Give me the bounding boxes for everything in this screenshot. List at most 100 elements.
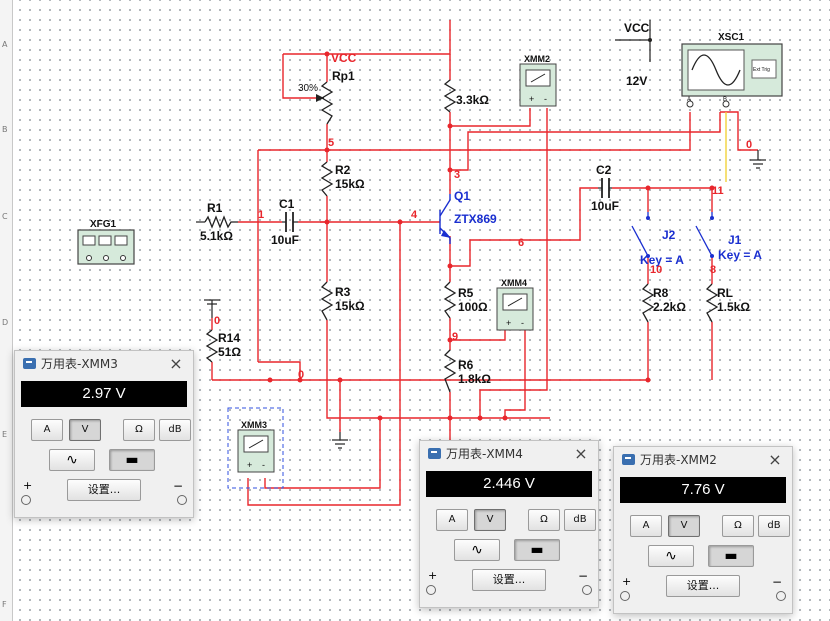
decibel-button[interactable]: dB: [159, 419, 191, 441]
minus-terminal-icon[interactable]: [776, 591, 786, 601]
ohm-button[interactable]: Ω: [528, 509, 560, 531]
xmm4-meter-icon[interactable]: [496, 287, 534, 331]
ohm-button[interactable]: Ω: [123, 419, 155, 441]
j1-label: J1: [728, 233, 742, 247]
plus-terminal-icon[interactable]: [21, 495, 31, 505]
left-ruler: A B C D E F: [0, 0, 13, 621]
dc-mode-button[interactable]: ▬: [514, 539, 560, 561]
close-button[interactable]: ×: [574, 444, 588, 463]
function-generator-xfg1[interactable]: [77, 229, 135, 265]
ruler-mark-e: E: [2, 430, 8, 439]
q1-emitter-arrow: [441, 230, 451, 238]
xmm2-plus: +: [529, 94, 534, 104]
cap-leads: [282, 187, 612, 223]
r2-resistor: [320, 161, 334, 197]
decibel-button[interactable]: dB: [758, 515, 790, 537]
ac-wave-icon: ∿: [665, 548, 677, 564]
xmm3-plus: +: [247, 460, 252, 470]
dialog-titlebar[interactable]: 万用表-XMM3 ×: [15, 351, 193, 377]
dc-mode-button[interactable]: ▬: [109, 449, 155, 471]
meter-reading-display: 2.97 V: [21, 381, 187, 407]
node-8: 8: [710, 264, 716, 276]
meter-reading-display: 2.446 V: [426, 471, 592, 497]
r3-value: 15kΩ: [335, 299, 365, 313]
dc-line-icon: ▬: [125, 452, 139, 468]
multimeter-icon: [622, 454, 635, 465]
minus-terminal-label: −: [771, 575, 782, 589]
multimeter-dialog-xmm2[interactable]: 万用表-XMM2 × 7.76 V A V Ω dB ∿ ▬ + 设置... −: [613, 446, 793, 614]
node-11: 11: [712, 185, 724, 197]
xsc1-label: XSC1: [718, 32, 745, 43]
r2-label: R2: [335, 163, 351, 177]
dc-line-icon: ▬: [724, 548, 738, 564]
plus-terminal-label: +: [428, 569, 438, 582]
scope-a-label: A: [687, 97, 691, 103]
node-6: 6: [518, 237, 524, 249]
settings-button[interactable]: 设置...: [666, 575, 740, 597]
r14-label: R14: [218, 331, 240, 345]
r5-resistor: [443, 281, 457, 319]
xmm3-meter-icon[interactable]: [227, 407, 284, 489]
dialog-titlebar[interactable]: 万用表-XMM4 ×: [420, 441, 598, 467]
ampere-button[interactable]: A: [630, 515, 662, 537]
ohm-button[interactable]: Ω: [722, 515, 754, 537]
scope-b-label: B: [723, 97, 727, 103]
vcc-label: VCC: [624, 21, 650, 35]
scope-wave-icon: [691, 54, 741, 86]
minus-terminal-icon[interactable]: [177, 495, 187, 505]
volt-button[interactable]: V: [474, 509, 506, 531]
ac-mode-button[interactable]: ∿: [648, 545, 694, 567]
j2-blade: [631, 225, 649, 257]
dialog-titlebar[interactable]: 万用表-XMM2 ×: [614, 447, 792, 473]
c2-label: C2: [596, 163, 612, 177]
dc-line-icon: ▬: [530, 542, 544, 558]
junction-dots: [267, 51, 715, 421]
xmm2-icon-label: XMM2: [524, 54, 550, 64]
node-1: 1: [258, 209, 264, 221]
resistor-bodies[interactable]: [204, 79, 719, 393]
ruler-mark-b: B: [2, 125, 8, 134]
xmm4-minus: -: [521, 318, 524, 328]
decibel-button[interactable]: dB: [564, 509, 596, 531]
minus-terminal-icon[interactable]: [582, 585, 592, 595]
dc-mode-button[interactable]: ▬: [708, 545, 754, 567]
r8-label: R8: [653, 286, 669, 300]
xfg1-label: XFG1: [90, 219, 117, 230]
r8-resistor: [641, 283, 655, 323]
q1-value: ZTX869: [454, 212, 497, 226]
ampere-button[interactable]: A: [31, 419, 63, 441]
settings-button[interactable]: 设置...: [472, 569, 546, 591]
xmm4-plus: +: [506, 318, 511, 328]
xmm2-meter-icon[interactable]: [519, 63, 557, 107]
volt-button[interactable]: V: [69, 419, 101, 441]
plus-terminal-icon[interactable]: [426, 585, 436, 595]
r5-label: R5: [458, 286, 474, 300]
meter-reading-display: 7.76 V: [620, 477, 786, 503]
multimeter-dialog-xmm4[interactable]: 万用表-XMM4 × 2.446 V A V Ω dB ∿ ▬ + 设置... …: [419, 440, 599, 608]
xmm2-minus: -: [544, 94, 547, 104]
multimeter-dialog-xmm3[interactable]: 万用表-XMM3 × 2.97 V A V Ω dB ∿ ▬ + 设置... −: [14, 350, 194, 518]
ac-mode-button[interactable]: ∿: [454, 539, 500, 561]
switches[interactable]: [631, 212, 713, 257]
close-button[interactable]: ×: [169, 354, 183, 373]
r14-value: 51Ω: [218, 345, 241, 359]
r14-resistor: [205, 329, 219, 363]
minus-terminal-label: −: [577, 569, 588, 583]
node-5: 5: [328, 137, 334, 149]
rp1-label: Rp1: [332, 69, 355, 83]
volt-button[interactable]: V: [668, 515, 700, 537]
multimeter-icon: [428, 448, 441, 459]
mode-button-row: A V Ω dB: [630, 515, 792, 541]
ac-mode-button[interactable]: ∿: [49, 449, 95, 471]
plus-terminal-icon[interactable]: [620, 591, 630, 601]
close-button[interactable]: ×: [768, 450, 782, 469]
j2-label: J2: [662, 228, 676, 242]
ampere-button[interactable]: A: [436, 509, 468, 531]
red-wires[interactable]: [211, 20, 758, 506]
xmm3-minus: -: [262, 460, 265, 470]
plus-terminal-label: +: [622, 575, 632, 588]
oscilloscope-xsc1[interactable]: [681, 43, 783, 108]
ruler-mark-f: F: [2, 600, 7, 609]
dialog-title: 万用表-XMM2: [640, 453, 717, 467]
settings-button[interactable]: 设置...: [67, 479, 141, 501]
